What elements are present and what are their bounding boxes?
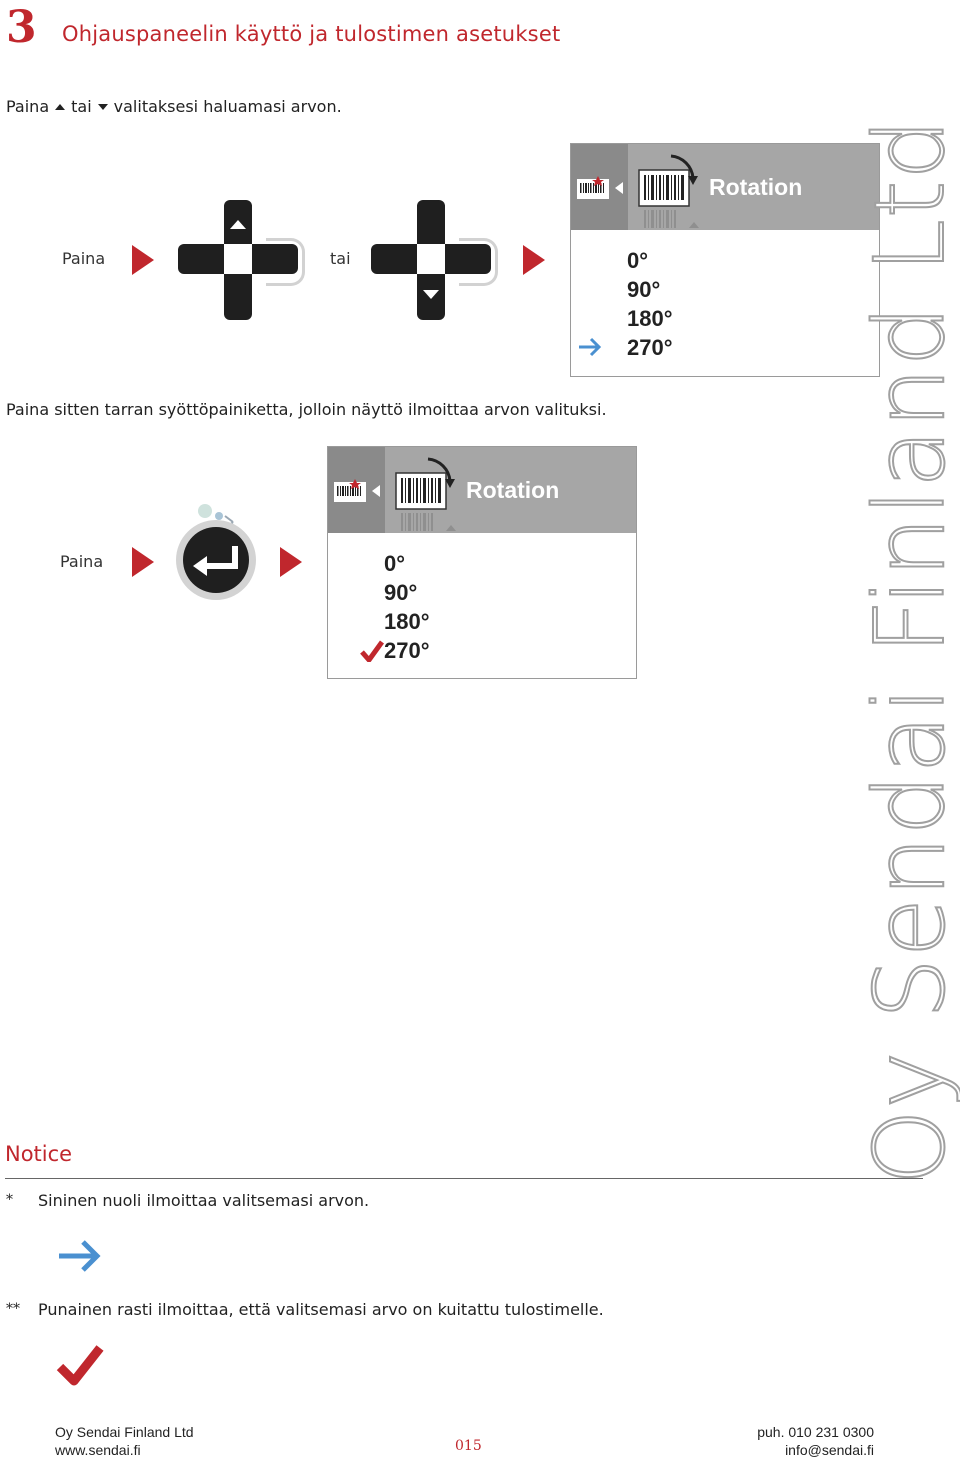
footer-website[interactable]: www.sendai.fi	[55, 1442, 141, 1458]
barcode-rotate-icon	[638, 154, 699, 228]
lcd-screen-rotation-confirmed: Rotation 0° 90° 180° 270°	[327, 446, 637, 679]
note-text: Punainen rasti ilmoittaa, että valitsema…	[38, 1300, 604, 1319]
red-arrow-icon	[132, 547, 154, 577]
red-check-icon	[56, 1345, 104, 1386]
lcd-title: Rotation	[466, 477, 560, 503]
lcd-options-list: 0° 90° 180° 270°	[627, 246, 673, 362]
label-icon	[577, 176, 623, 199]
page-number: 015	[455, 1438, 482, 1454]
chapter-number: 3	[6, 2, 37, 53]
red-arrow-icon	[280, 547, 302, 577]
footer-phone: puh. 010 231 0300	[757, 1424, 874, 1440]
red-check-icon	[360, 640, 384, 662]
diagram2-press-label: Paina	[60, 552, 104, 571]
lcd-header-left-panel	[328, 447, 385, 533]
note-marker: **	[6, 1301, 20, 1317]
dpad-down-pressed-icon	[371, 200, 498, 320]
notice-heading: Notice	[5, 1142, 73, 1166]
lcd-header: Rotation	[328, 447, 636, 533]
up-key-icon	[55, 103, 66, 110]
lcd-option[interactable]: 180°	[627, 306, 673, 331]
note-marker: *	[6, 1192, 13, 1208]
lcd-header-left-panel	[571, 144, 628, 230]
lcd-option[interactable]: 90°	[627, 277, 661, 302]
blue-arrow-icon	[579, 337, 602, 357]
step1-prefix: Paina	[6, 97, 50, 116]
feed-button-icon	[176, 504, 256, 600]
diagram1-or-label: tai	[330, 249, 351, 268]
step2-instruction: Paina sitten tarran syöttöpainiketta, jo…	[6, 400, 607, 419]
step1-instruction: Paina tai valitaksesi haluamasi arvon.	[6, 97, 342, 116]
note-text: Sininen nuoli ilmoittaa valitsemasi arvo…	[38, 1191, 370, 1210]
lcd-option-selected[interactable]: 270°	[384, 638, 430, 663]
step1-suffix: valitaksesi haluamasi arvon.	[113, 97, 342, 116]
label-icon	[334, 479, 380, 502]
blue-arrow-icon	[59, 1240, 101, 1272]
lcd-header: Rotation	[571, 144, 879, 230]
footer-email[interactable]: info@sendai.fi	[785, 1442, 874, 1458]
lcd-option[interactable]: 90°	[384, 580, 418, 605]
red-arrow-icon	[132, 245, 154, 275]
footer-company: Oy Sendai Finland Ltd	[55, 1424, 194, 1440]
step1-middle: tai	[71, 97, 92, 116]
red-arrow-icon	[523, 245, 545, 275]
lcd-title: Rotation	[709, 174, 803, 200]
down-key-icon	[97, 103, 108, 110]
side-brand-text: Oy Sendai Finland Ltd	[853, 117, 960, 1186]
barcode-rotate-icon	[395, 457, 456, 531]
dpad-up-pressed-icon	[178, 200, 305, 320]
lcd-screen-rotation-select: Rotation 0° 90° 180° 270°	[570, 143, 880, 377]
lcd-option[interactable]: 0°	[384, 551, 406, 576]
diagram1-press-label: Paina	[62, 249, 106, 268]
chapter-title: Ohjauspaneelin käyttö ja tulostimen aset…	[62, 22, 561, 46]
notice-divider	[5, 1178, 923, 1179]
lcd-option-selected[interactable]: 270°	[627, 335, 673, 360]
lcd-option[interactable]: 0°	[627, 248, 649, 273]
lcd-option[interactable]: 180°	[384, 609, 430, 634]
lcd-options-list: 0° 90° 180° 270°	[384, 549, 430, 665]
